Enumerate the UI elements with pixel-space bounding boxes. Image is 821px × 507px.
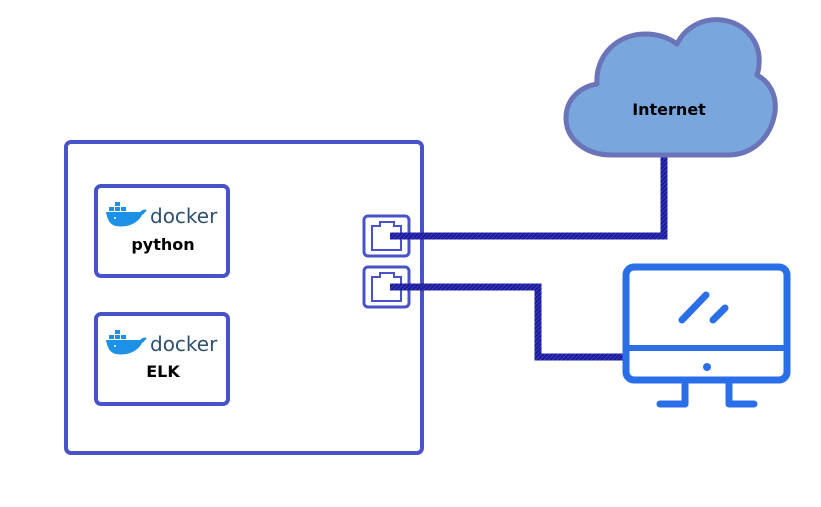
container-name-python: python bbox=[131, 235, 194, 254]
docker-container-elk: docker ELK bbox=[94, 312, 230, 406]
cable-internet bbox=[390, 152, 668, 240]
docker-brand-text: docker bbox=[150, 204, 218, 228]
cloud-label: Internet bbox=[632, 100, 706, 119]
docker-whale-icon bbox=[106, 330, 147, 355]
docker-whale-icon bbox=[106, 202, 147, 227]
docker-brand-text: docker bbox=[150, 332, 218, 356]
cable-workstation bbox=[390, 283, 624, 361]
cloud-icon: Internet bbox=[563, 17, 778, 158]
monitor-icon bbox=[622, 263, 791, 408]
container-name-elk: ELK bbox=[146, 362, 180, 381]
docker-container-python: docker python bbox=[94, 184, 230, 278]
